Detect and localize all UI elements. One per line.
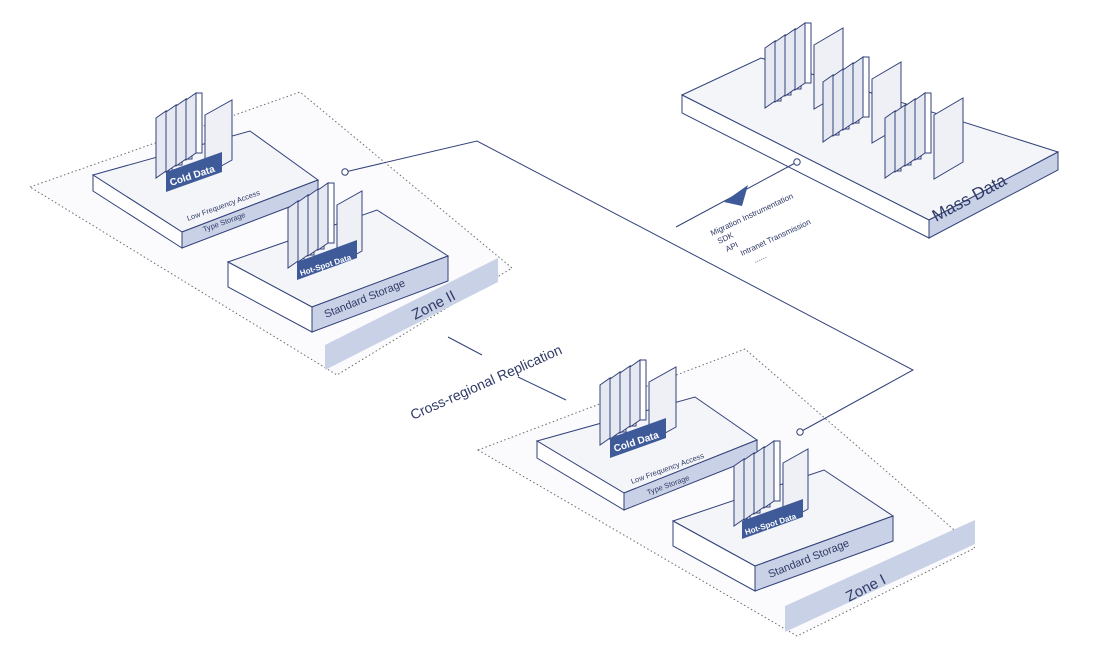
zone-2-dotted-boundary <box>28 91 513 376</box>
replication-label: Cross-regional Replication <box>408 341 565 422</box>
zone-2-cold-tag <box>166 152 222 192</box>
migration-method-5: ...... <box>752 251 768 265</box>
zone-1: Zone I Cold Data Low Frequency Access Ty… <box>476 348 976 637</box>
zone-1-band <box>785 520 975 632</box>
zone-2: Zone II Cold Data Low Frequency Access T… <box>28 91 513 376</box>
mass-data-connector-node <box>793 158 801 166</box>
replication-link-lower <box>517 376 567 401</box>
zone-2-to-zone-1-link <box>344 140 915 433</box>
replication-link-upper <box>447 336 483 356</box>
zone-1-cold-tag <box>610 418 666 458</box>
zone-2-connector-node <box>341 168 349 176</box>
zone-1-hot-tag <box>742 499 803 539</box>
zone-1-connector-node <box>796 428 804 436</box>
mass-data-group: Mass Data <box>680 22 1060 239</box>
zone-2-band <box>325 258 498 370</box>
migration-methods: Migration Instrumentation SDK API Intran… <box>709 192 812 265</box>
migration-method-4: Intranet Transmission <box>739 217 812 257</box>
connectors <box>344 140 915 433</box>
migration-arrow-icon <box>724 185 748 206</box>
zone-2-hot-tag <box>297 240 357 280</box>
mass-data-disks-3 <box>884 92 964 180</box>
zone-1-dotted-boundary <box>476 348 976 637</box>
